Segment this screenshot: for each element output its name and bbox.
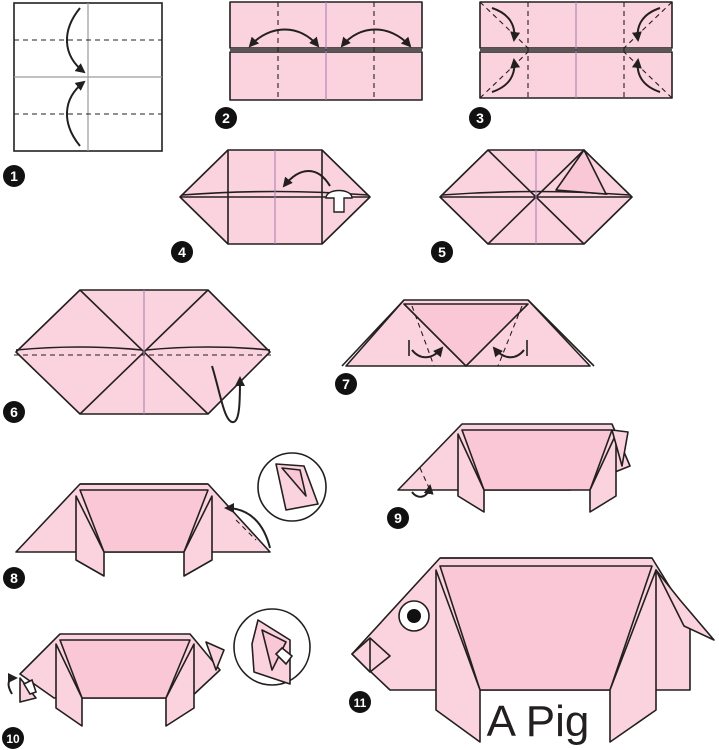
step-number-11: 11 — [349, 691, 371, 713]
step-1-diagram — [13, 2, 163, 152]
step-number-2: 2 — [215, 107, 237, 129]
svg-text:4: 4 — [178, 244, 186, 260]
svg-text:8: 8 — [10, 570, 18, 586]
svg-text:5: 5 — [438, 244, 446, 260]
step-5-diagram — [439, 149, 633, 245]
step-number-10: 10 — [2, 727, 24, 749]
step-number-3: 3 — [469, 107, 491, 129]
step-number-4: 4 — [171, 241, 193, 263]
svg-text:9: 9 — [394, 510, 402, 526]
step-number-1: 1 — [3, 165, 25, 187]
step-11-diagram — [351, 557, 715, 743]
svg-text:6: 6 — [10, 404, 18, 420]
step-10-diagram — [7, 608, 311, 727]
step-number-5: 5 — [431, 241, 453, 263]
step-number-6: 6 — [3, 401, 25, 423]
svg-text:2: 2 — [222, 110, 230, 126]
step-6-diagram — [14, 289, 272, 423]
step-8-diagram — [15, 452, 327, 577]
svg-text:10: 10 — [6, 732, 20, 746]
step-3-diagram — [479, 1, 673, 99]
step-2-diagram — [229, 1, 423, 101]
diagram-title: A Pig — [487, 697, 590, 746]
step-number-8: 8 — [3, 567, 25, 589]
svg-text:1: 1 — [10, 168, 18, 184]
step-9-diagram — [397, 423, 631, 513]
svg-text:11: 11 — [354, 696, 367, 710]
step-4-diagram — [179, 149, 371, 245]
svg-text:3: 3 — [476, 110, 484, 126]
step-7-diagram — [341, 299, 595, 367]
svg-text:7: 7 — [342, 376, 350, 392]
step-number-9: 9 — [387, 507, 409, 529]
step-number-7: 7 — [335, 373, 357, 395]
